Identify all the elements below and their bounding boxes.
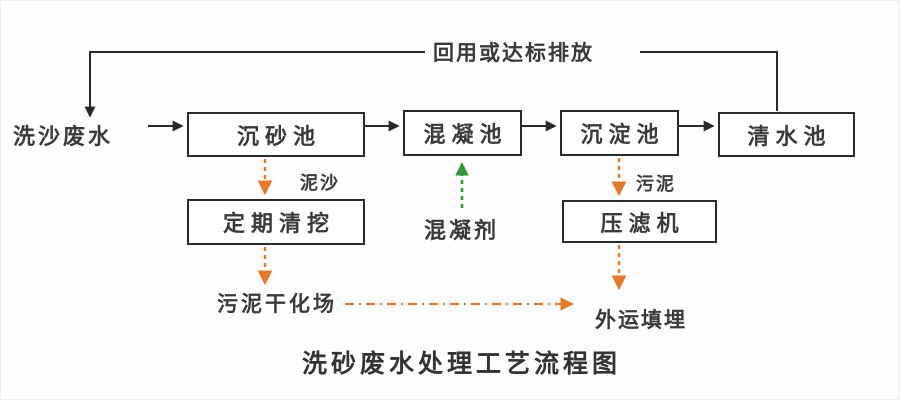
influent-label: 洗沙废水 [13, 124, 114, 149]
node-coagulation-tank: 混凝池 [403, 110, 522, 156]
node-filter-press: 压滤机 [562, 200, 717, 243]
sediment-label: 泥沙 [300, 173, 340, 193]
diagram-title: 洗砂废水处理工艺流程图 [302, 350, 622, 378]
coagulant-label: 混凝剂 [424, 218, 500, 243]
sludge-drying-field-label: 污泥干化场 [217, 293, 337, 316]
node-sedimentation-tank: 沉淀池 [560, 110, 679, 156]
node-clean-water-tank: 清水池 [718, 112, 855, 157]
outbound-landfill-label: 外运填埋 [595, 309, 687, 332]
line-recycle-right [640, 51, 778, 111]
sludge-label: 污泥 [636, 174, 676, 194]
node-periodic-dredging: 定期清挖 [187, 199, 365, 245]
node-grit-chamber: 沉砂池 [187, 112, 365, 157]
recycle-discharge-label: 回用或达标排放 [433, 42, 594, 65]
line-recycle-left-arrow [84, 51, 425, 118]
